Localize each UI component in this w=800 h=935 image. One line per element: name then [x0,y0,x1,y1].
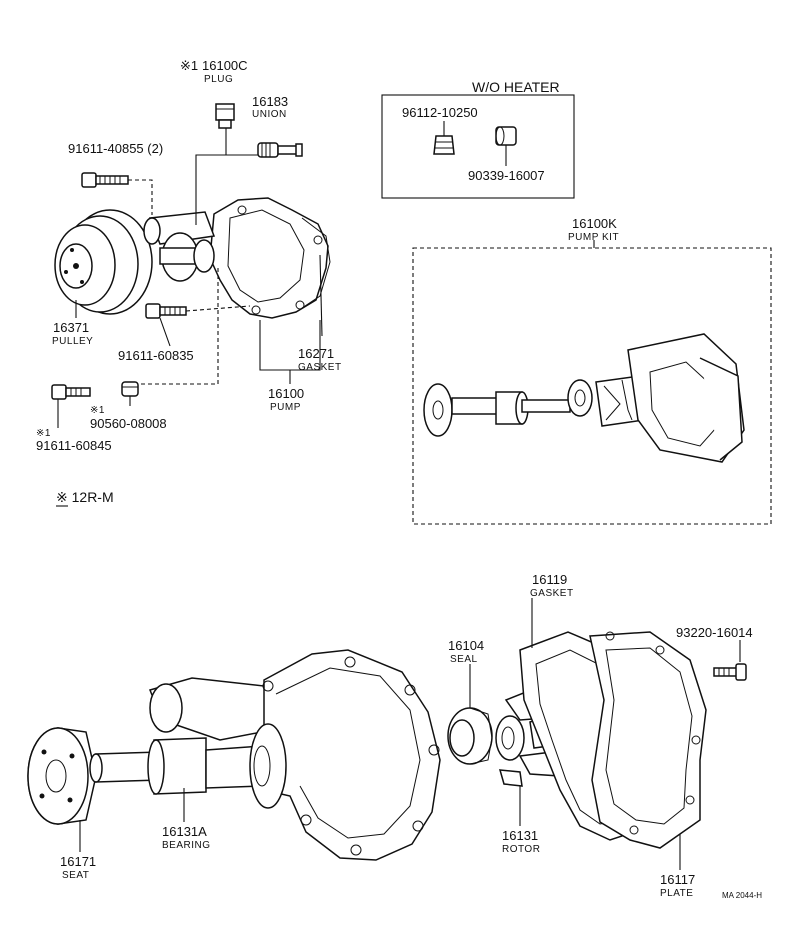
seal-part-number: 16104 [448,638,484,653]
bearing-part-number: 16131A [162,824,207,839]
stud-08008-part [121,381,139,397]
engine-note: ※ 12R-M [56,489,114,505]
stud-part-number: 90560-08008 [90,416,167,431]
plug-name: PLUG [204,74,233,85]
pump-housing-part [148,649,441,861]
rotor-part-number: 16131 [502,828,538,843]
bolt-60845-mark: ※1 [36,428,51,439]
heater-title: W/O HEATER [472,79,560,95]
pump-body-part [143,197,331,319]
heater-part-a-number: 96112-10250 [402,105,478,120]
seat-part [27,727,97,825]
pump-name: PUMP [270,402,301,413]
kit-box [412,247,772,525]
seal-name: SEAL [450,654,478,665]
kit-components [423,333,745,463]
pump-part-number: 16100 [268,386,304,401]
heater-part-b-number: 90339-16007 [468,168,545,183]
bolt-60845-part-number: 91611-60845 [36,438,112,453]
heater-part-b [495,126,517,166]
kit-part-number: 16100K [572,216,617,231]
bolt-60835-part-number: 91611-60835 [118,348,194,363]
plate-part [589,631,707,849]
union-part-number: 16183 [252,94,288,109]
gasket-16271-part-number: 16271 [298,346,334,361]
union-part [257,142,303,158]
bolt-60835-part [145,303,187,319]
bearing-part [89,737,263,795]
pulley-part [54,209,153,315]
gasket-16119-name: GASKET [530,588,574,599]
bolt-40855-part-number: 91611-40855 (2) [68,141,163,156]
plug-part [215,103,235,129]
plate-part-number: 16117 [660,872,695,887]
pulley-part-number: 16371 [53,320,89,335]
seat-name: SEAT [62,870,89,881]
union-name: UNION [252,109,287,120]
kit-name: PUMP KIT [568,232,619,243]
gasket-16119-part-number: 16119 [532,572,567,587]
plate-name: PLATE [660,888,693,899]
bearing-name: BEARING [162,840,211,851]
rotor-name: ROTOR [502,844,540,855]
bolt-40855-part [81,172,129,188]
screw-part-number: 93220-16014 [676,625,753,640]
leaders-bottom [79,598,741,870]
leaders-top-left [57,128,323,428]
stud-mark: ※1 [90,405,105,416]
heater-part-a [433,121,455,155]
plug-part-number: 16100C [202,58,248,73]
screw-part [713,663,747,681]
pulley-name: PULLEY [52,336,93,347]
plug-mark: ※1 [180,58,198,73]
bolt-60845-part [51,384,91,400]
seat-part-number: 16171 [60,854,96,869]
heater-box [381,94,575,199]
drawing-code: MA 2044-H [722,891,762,900]
seal-part [447,707,493,765]
gasket-16271-name: GASKET [298,362,342,373]
